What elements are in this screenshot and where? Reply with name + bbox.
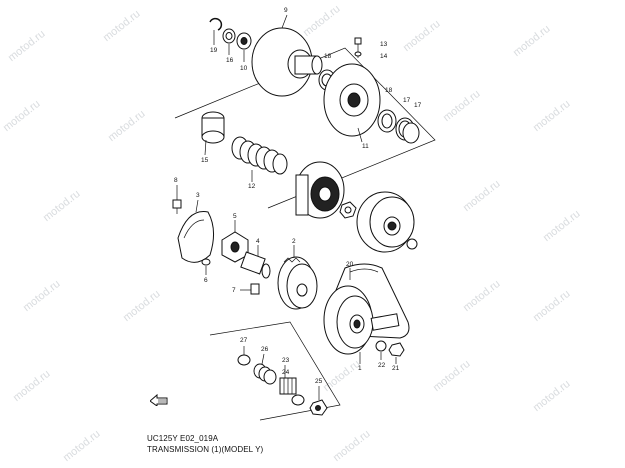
callout-14: 14 xyxy=(380,53,388,60)
part-16-bearing xyxy=(222,28,236,55)
callout-18-lower: 18 xyxy=(385,87,393,94)
part-23-bearing xyxy=(279,365,297,395)
part-25-spring xyxy=(253,353,277,385)
part-17-o-rings xyxy=(395,117,420,144)
callout-2: 2 xyxy=(292,238,296,245)
callout-17b: 17 xyxy=(414,102,422,109)
callout-23: 23 xyxy=(282,357,290,364)
part-6-slide xyxy=(201,258,211,275)
part-26-washer xyxy=(237,346,251,366)
part-27-nut xyxy=(309,386,328,416)
part-washer-right xyxy=(406,238,418,250)
part-clutch-housing xyxy=(356,191,415,253)
callout-11: 11 xyxy=(362,143,369,150)
diagram-title: TRANSMISSION (1)(MODEL Y) xyxy=(147,445,264,454)
part-24-bushing xyxy=(291,394,305,406)
callout-26: 27 xyxy=(240,337,248,344)
callout-16: 16 xyxy=(226,57,234,64)
part-11-sliding-face xyxy=(323,63,381,143)
callout-25: 26 xyxy=(261,346,269,353)
part-15-guide xyxy=(201,111,225,156)
part-1-fixed-face xyxy=(323,285,400,364)
callout-1: 1 xyxy=(358,365,362,372)
callout-5: 5 xyxy=(233,213,237,220)
part-21-nut xyxy=(388,342,405,364)
part-10-bearing xyxy=(236,32,252,62)
callout-10: 10 xyxy=(240,65,248,72)
callout-21: 21 xyxy=(392,365,400,372)
group-frame-lower xyxy=(209,321,341,421)
callout-3: 3 xyxy=(196,192,200,199)
callout-15: 15 xyxy=(201,157,209,164)
callout-13: 13 xyxy=(380,41,388,48)
callout-8: 8 xyxy=(174,177,178,184)
callout-20: 20 xyxy=(346,261,354,268)
part-22-washer xyxy=(375,340,387,360)
part-2-movable-face xyxy=(277,245,318,310)
callout-4: 4 xyxy=(256,238,260,245)
part-8-bolt xyxy=(172,185,182,214)
part-7-roller xyxy=(240,283,260,295)
part-nut xyxy=(339,201,357,219)
part-9-pulley-face xyxy=(251,14,323,97)
callout-24: 24 xyxy=(282,369,290,376)
callout-7: 7 xyxy=(232,287,236,294)
part-4-boss xyxy=(240,245,271,279)
part-19-circlip xyxy=(209,17,223,45)
callout-27: 25 xyxy=(315,378,323,385)
part-clutch-assembly xyxy=(295,161,345,219)
callout-6: 6 xyxy=(204,277,208,284)
callout-19: 19 xyxy=(210,47,218,54)
part-3-plate xyxy=(177,199,214,263)
part-18-seal-lower xyxy=(377,109,397,133)
callout-labels: 9 19 16 10 18 13 14 18 17 17 11 15 12 8 … xyxy=(174,7,422,385)
callout-17a: 17 xyxy=(403,97,411,104)
callout-18-upper: 18 xyxy=(324,53,332,60)
part-5-ramp-plate xyxy=(221,220,249,263)
callout-12: 12 xyxy=(248,183,256,190)
part-14-washer xyxy=(354,51,362,57)
diagram-code: UC125Y E02_019A xyxy=(147,434,219,443)
front-arrow-icon xyxy=(150,393,168,406)
callout-22: 22 xyxy=(378,362,386,369)
callout-9: 9 xyxy=(284,7,288,14)
part-12-spring xyxy=(231,136,288,182)
